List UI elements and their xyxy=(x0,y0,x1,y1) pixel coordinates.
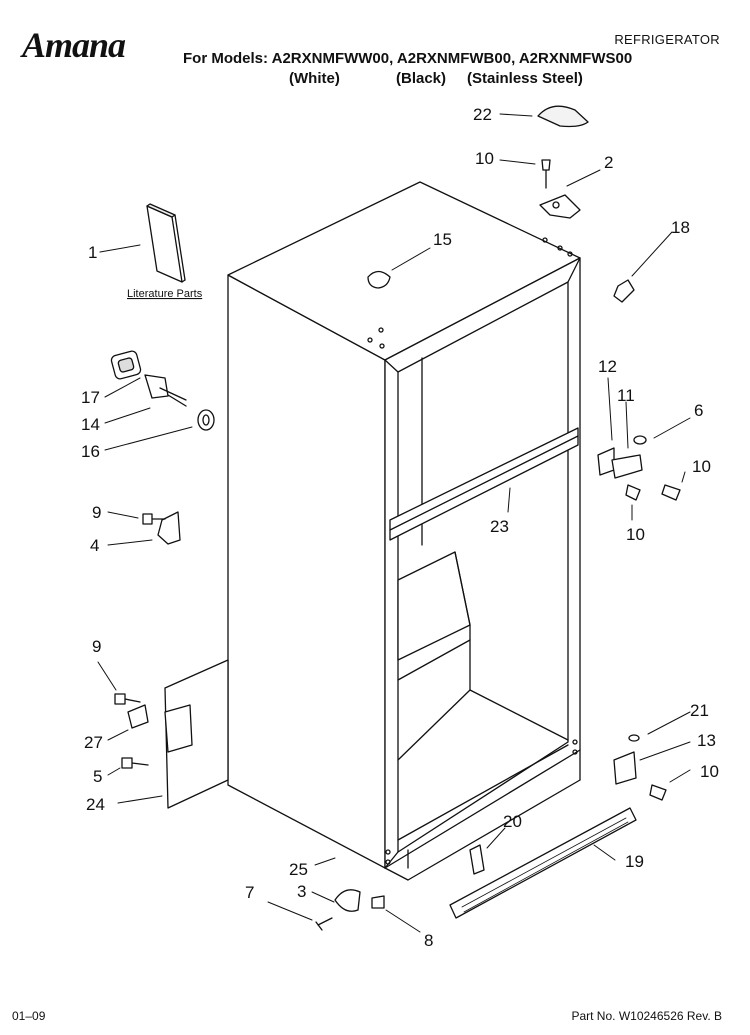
callout-12: 12 xyxy=(598,357,617,376)
callout-6: 6 xyxy=(694,401,703,420)
part-4-bracket xyxy=(157,511,181,545)
part-8-screw xyxy=(371,895,385,909)
part-1-literature xyxy=(146,203,186,283)
part-7-screw xyxy=(315,917,333,931)
part-9-screw-upper xyxy=(142,513,166,525)
part-20-clip xyxy=(469,844,485,875)
part-11-hinge-pin xyxy=(611,454,643,479)
part-10-screw-top xyxy=(541,159,551,189)
callout-20: 20 xyxy=(503,812,522,831)
callout-9a: 9 xyxy=(92,503,101,522)
part-6-washer xyxy=(633,435,647,445)
callout-23: 23 xyxy=(490,517,509,536)
callout-9b: 9 xyxy=(92,637,101,656)
variant-black: (Black) xyxy=(396,70,447,87)
callout-11: 11 xyxy=(617,386,635,405)
part-10-screw-mid xyxy=(625,484,681,501)
callout-19: 19 xyxy=(625,852,644,871)
leader-lines xyxy=(97,113,691,933)
part-24-plate xyxy=(164,659,229,809)
refrigerator-cabinet xyxy=(227,181,581,881)
callout-3: 3 xyxy=(297,882,306,901)
part-5-screw xyxy=(121,757,149,769)
callout-21: 21 xyxy=(690,701,709,720)
callout-10b: 10 xyxy=(692,457,711,476)
callout-10a: 10 xyxy=(475,149,494,168)
callout-27: 27 xyxy=(84,733,103,752)
callout-labels: 1 2 3 4 5 6 7 8 9 9 10 10 10 10 11 12 13… xyxy=(81,105,719,950)
callout-25: 25 xyxy=(289,860,308,879)
part-14-hinge-pin xyxy=(144,374,187,407)
models-title: For Models: A2RXNMFWW00, A2RXNMFWB00, A2… xyxy=(183,50,633,67)
footer-date: 01–09 xyxy=(12,1009,46,1023)
part-27-bracket xyxy=(127,704,149,729)
callout-10c: 10 xyxy=(626,525,645,544)
literature-parts-label: Literature Parts xyxy=(127,288,203,300)
callout-17: 17 xyxy=(81,388,100,407)
callout-2: 2 xyxy=(604,153,613,172)
callout-24: 24 xyxy=(86,795,105,814)
callout-1: 1 xyxy=(88,243,97,262)
category-label: REFRIGERATOR xyxy=(614,32,720,47)
callout-4: 4 xyxy=(90,536,99,555)
callout-5: 5 xyxy=(93,767,102,786)
part-13-bottom-hinge xyxy=(613,751,637,785)
part-10-screw-low xyxy=(649,784,667,801)
part-2-top-hinge xyxy=(539,194,581,219)
callout-16: 16 xyxy=(81,442,100,461)
part-22-hinge-cover xyxy=(537,105,589,128)
callout-18: 18 xyxy=(671,218,690,237)
part-9-screw-lower xyxy=(114,693,141,705)
callout-15: 15 xyxy=(433,230,452,249)
variant-stainless: (Stainless Steel) xyxy=(467,70,583,87)
callout-10d: 10 xyxy=(700,762,719,781)
part-18-clip xyxy=(613,279,635,303)
footer-part-number: Part No. W10246526 Rev. B xyxy=(571,1009,722,1023)
callout-13: 13 xyxy=(697,731,716,750)
part-16-bushing xyxy=(197,409,215,431)
brand-logo: Amana xyxy=(22,25,126,65)
callout-7: 7 xyxy=(245,883,254,902)
part-3-roller xyxy=(334,889,361,912)
part-21-washer xyxy=(628,734,640,742)
callout-14: 14 xyxy=(81,415,100,434)
callout-8: 8 xyxy=(424,931,433,950)
part-15-plug xyxy=(367,270,391,289)
variant-white: (White) xyxy=(289,70,340,87)
callout-22: 22 xyxy=(473,105,492,124)
